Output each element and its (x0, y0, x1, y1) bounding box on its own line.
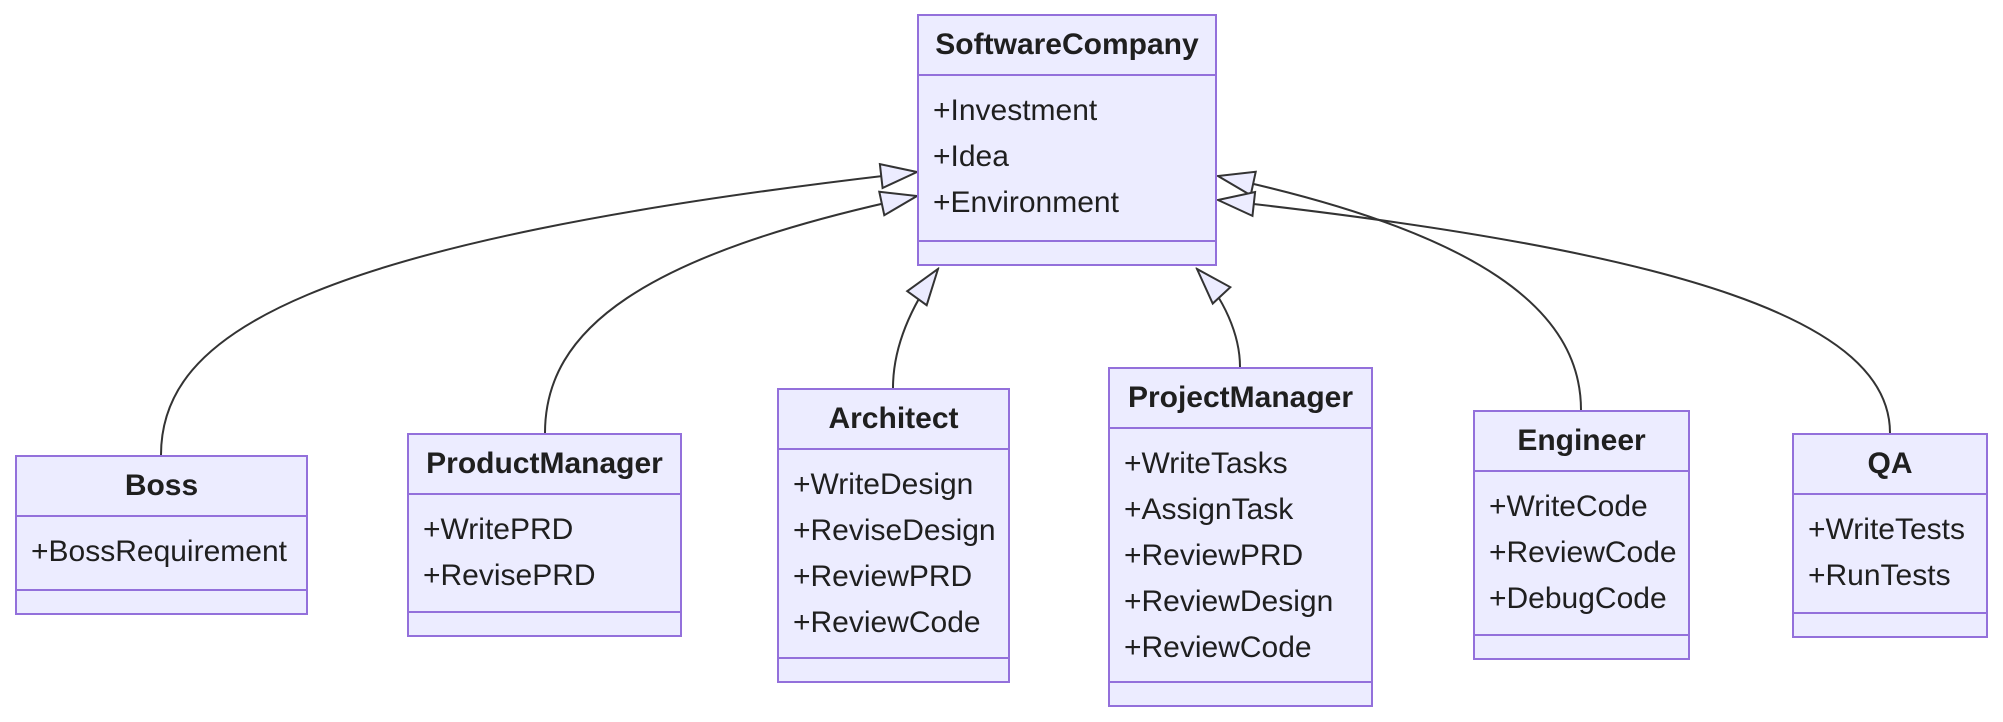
class-attribute: +DebugCode (1489, 582, 1667, 615)
edge-qa-to-softwarecompany (1218, 200, 1891, 434)
class-attribute: +RevisePRD (423, 559, 596, 592)
class-attribute: +AssignTask (1124, 493, 1294, 526)
class-attribute: +WriteTasks (1124, 447, 1288, 480)
class-methods-empty (1794, 612, 1986, 636)
class-attributes-architect: +WriteDesign +ReviseDesign +ReviewPRD +R… (779, 450, 1008, 657)
class-node-boss: Boss +BossRequirement (15, 455, 308, 615)
class-attribute: +ReviseDesign (793, 514, 996, 547)
class-attribute: +ReviewPRD (793, 560, 973, 593)
edge-architect-to-softwarecompany (892, 269, 938, 389)
class-attribute: +ReviewDesign (1124, 585, 1334, 618)
class-attribute: +WriteCode (1489, 490, 1648, 523)
class-title-architect: Architect (779, 390, 1008, 450)
class-title-productmanager: ProductManager (409, 435, 680, 495)
class-attribute: +Idea (933, 140, 1009, 173)
class-methods-empty (409, 611, 680, 635)
class-attribute: +ReviewCode (1124, 631, 1312, 664)
class-node-projectmanager: ProjectManager +WriteTasks +AssignTask +… (1108, 367, 1373, 707)
class-methods-empty (17, 589, 306, 613)
class-node-softwarecompany: SoftwareCompany +Investment +Idea +Envir… (917, 14, 1217, 266)
edge-engineer-to-softwarecompany (1218, 176, 1582, 411)
class-node-engineer: Engineer +WriteCode +ReviewCode +DebugCo… (1473, 410, 1690, 660)
class-node-architect: Architect +WriteDesign +ReviseDesign +Re… (777, 388, 1010, 683)
class-title-projectmanager: ProjectManager (1110, 369, 1371, 429)
class-methods-empty (919, 240, 1215, 264)
class-attribute: +WriteTests (1808, 513, 1965, 546)
class-attribute: +WriteDesign (793, 468, 974, 501)
class-attribute: +BossRequirement (31, 535, 287, 568)
class-title-softwarecompany: SoftwareCompany (919, 16, 1215, 76)
class-attributes-engineer: +WriteCode +ReviewCode +DebugCode (1475, 472, 1688, 634)
class-methods-empty (1110, 681, 1371, 705)
class-attribute: +ReviewCode (793, 606, 981, 639)
class-attribute: +ReviewCode (1489, 536, 1677, 569)
edge-projectmanager-to-softwarecompany (1197, 269, 1241, 368)
edge-boss-to-softwarecompany (160, 172, 917, 456)
class-title-boss: Boss (17, 457, 306, 517)
class-attributes-boss: +BossRequirement (17, 517, 306, 589)
class-methods-empty (779, 657, 1008, 681)
class-attribute: +ReviewPRD (1124, 539, 1304, 572)
class-node-productmanager: ProductManager +WritePRD +RevisePRD (407, 433, 682, 637)
edge-productmanager-to-softwarecompany (544, 196, 917, 434)
class-attributes-qa: +WriteTests +RunTests (1794, 495, 1986, 612)
class-attributes-projectmanager: +WriteTasks +AssignTask +ReviewPRD +Revi… (1110, 429, 1371, 681)
class-attribute: +Environment (933, 186, 1119, 219)
class-attributes-productmanager: +WritePRD +RevisePRD (409, 495, 680, 611)
class-title-engineer: Engineer (1475, 412, 1688, 472)
class-attribute: +WritePRD (423, 513, 574, 546)
class-attribute: +RunTests (1808, 559, 1951, 592)
class-node-qa: QA +WriteTests +RunTests (1792, 433, 1988, 638)
class-attributes-softwarecompany: +Investment +Idea +Environment (919, 76, 1215, 240)
class-title-qa: QA (1794, 435, 1986, 495)
class-attribute: +Investment (933, 94, 1098, 127)
class-methods-empty (1475, 634, 1688, 658)
